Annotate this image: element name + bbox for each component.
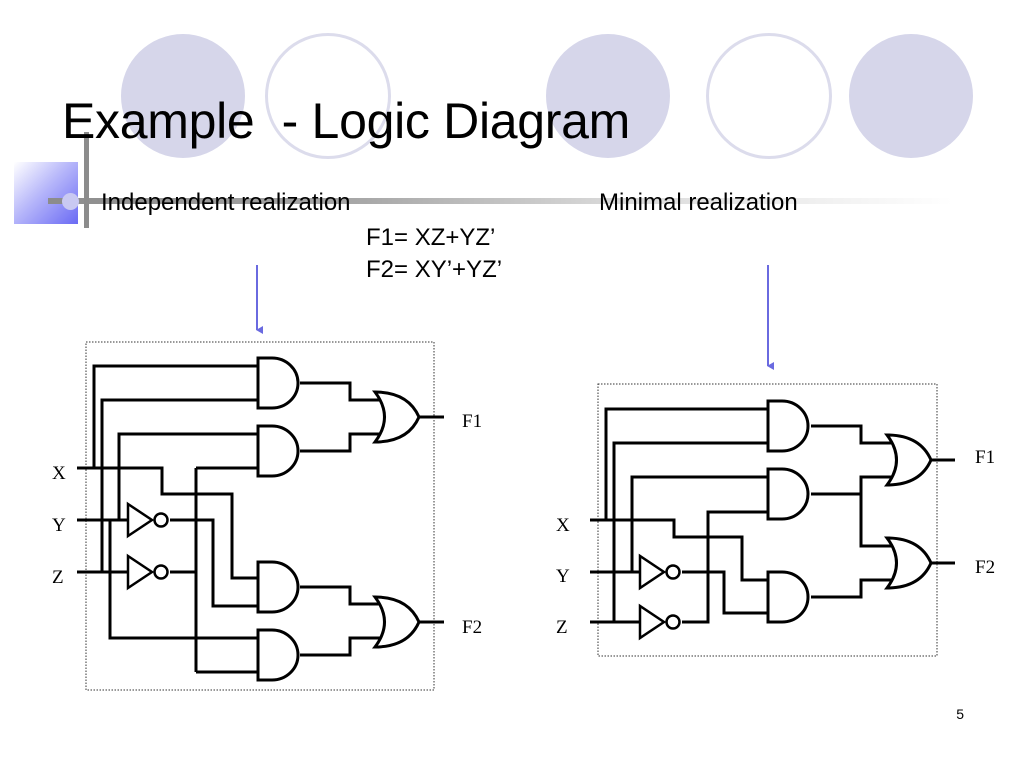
- input-label-y: Y: [52, 515, 66, 536]
- wire-y-to-and4: [108, 520, 258, 640]
- not-gate-y-min: [638, 553, 667, 591]
- wire-z-to-and1: [100, 398, 258, 572]
- not-bubble-y-min: [665, 564, 681, 580]
- wire-and3-to-or2: [300, 585, 380, 606]
- wire-y-to-and2: [117, 432, 258, 520]
- output-label-f2-min: F2: [975, 557, 995, 578]
- wire-and3-to-or2-min: [811, 578, 891, 599]
- and-gate-2: [256, 424, 300, 478]
- or-gate-2-min: [883, 536, 933, 590]
- or-gate-1-min: [883, 433, 933, 487]
- wire-and2-to-ors-min: [811, 475, 891, 548]
- and-gate-2-min: [766, 467, 810, 521]
- not-bubble-z: [153, 564, 169, 580]
- or-gate-2: [371, 595, 421, 649]
- not-gate-z-min: [638, 603, 667, 641]
- not-gate-y: [126, 501, 155, 539]
- minimal-circuit: X Y Z F1 F2: [556, 383, 995, 657]
- decorative-vertical-bar: [84, 132, 89, 228]
- decorative-horizontal-bar: [48, 198, 953, 204]
- wire-ynot-to-and3-min: [682, 570, 768, 615]
- decorative-ring-2: [706, 33, 832, 159]
- wire-z-to-and1-min: [612, 441, 768, 622]
- input-label-y-min: Y: [556, 566, 570, 587]
- wire-znot-bus: [170, 466, 258, 674]
- input-label-x-min: X: [556, 515, 570, 536]
- and-gate-3-min: [766, 570, 810, 624]
- wire-x-to-and1: [92, 364, 258, 468]
- wire-and1-to-or1-min: [811, 424, 891, 445]
- and-gate-4: [256, 628, 300, 682]
- not-bubble-z-min: [665, 614, 681, 630]
- or-gate-1: [371, 390, 421, 444]
- decorative-circle-1: [121, 34, 245, 158]
- decorative-circle-2: [546, 34, 670, 158]
- input-label-z: Z: [52, 567, 64, 588]
- decorative-circle-3: [849, 34, 973, 158]
- equation-f2: F2= XY’+YZ’: [366, 256, 503, 283]
- wire-x-to-and1-min: [604, 407, 768, 520]
- page-number: 5: [956, 706, 964, 722]
- input-label-x: X: [52, 463, 66, 484]
- minimal-realization-heading: Minimal realization: [599, 189, 798, 216]
- wire-y-to-and2-min: [630, 475, 768, 572]
- wire-and2-to-or1: [300, 432, 380, 453]
- not-bubble-y: [153, 512, 169, 528]
- slide-title: Example - Logic Diagram: [62, 93, 631, 149]
- bullet-dot-icon: [62, 193, 79, 210]
- output-label-f2: F2: [462, 617, 482, 638]
- output-label-f1-min: F1: [975, 447, 995, 468]
- independent-realization-heading: Independent realization: [101, 189, 351, 216]
- bullet-dash: [48, 198, 64, 204]
- and-gate-1-min: [766, 399, 810, 453]
- input-label-z-min: Z: [556, 617, 568, 638]
- independent-circuit: X Y Z F1 F2: [52, 341, 482, 691]
- wire-and1-to-or1: [300, 381, 380, 402]
- equation-f1: F1= XZ+YZ’: [366, 224, 496, 251]
- wire-and4-to-or2: [300, 636, 380, 657]
- and-gate-1: [256, 356, 300, 410]
- decorative-ring-1: [265, 33, 391, 159]
- independent-circuit-boundary: [85, 341, 435, 691]
- output-label-f1: F1: [462, 411, 482, 432]
- not-gate-z: [126, 553, 155, 591]
- wire-znot-to-and2-min: [682, 510, 768, 624]
- wire-ynot-to-and3: [170, 518, 258, 608]
- and-gate-3: [256, 560, 300, 614]
